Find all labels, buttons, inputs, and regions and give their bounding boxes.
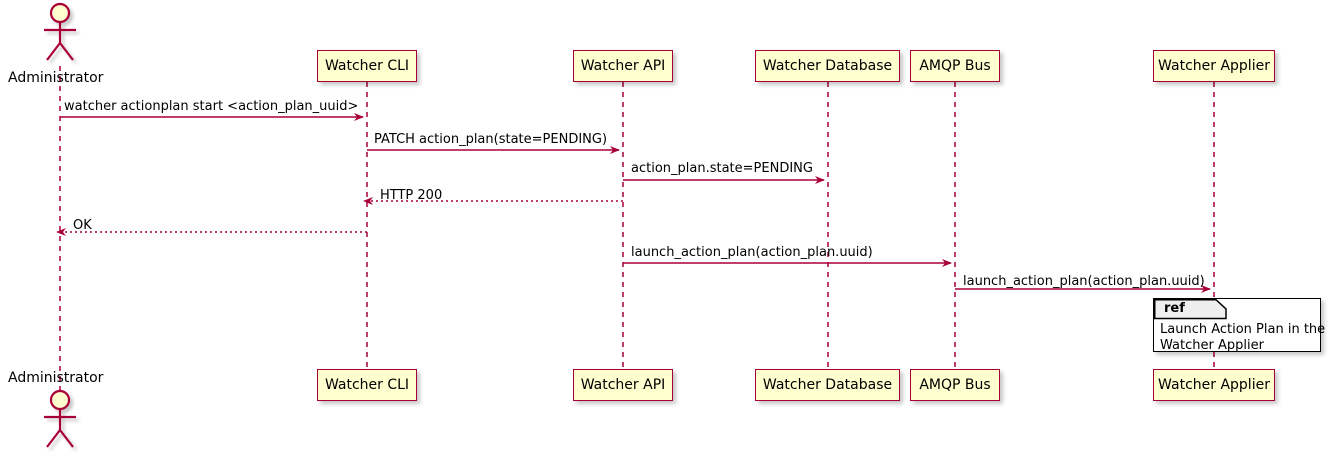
ref-fragment[interactable]: ref Launch Action Plan in the Watcher Ap…	[1153, 298, 1326, 354]
actor-figure-bottom	[44, 389, 76, 448]
participant-label: AMQP Bus	[919, 377, 991, 393]
participant-watcher-cli-bottom[interactable]: Watcher CLI	[317, 369, 417, 401]
participant-label: Watcher CLI	[324, 58, 410, 74]
ref-fragment-line-2: Watcher Applier	[1160, 338, 1264, 353]
actor-figure-top	[44, 2, 76, 61]
participant-watcher-api-top[interactable]: Watcher API	[573, 50, 673, 82]
participant-watcher-applier-bottom[interactable]: Watcher Applier	[1153, 369, 1275, 401]
participant-label: Watcher Applier	[1158, 377, 1270, 393]
participant-label: Watcher Applier	[1158, 58, 1270, 74]
message-label-msg-7: launch_action_plan(action_plan.uuid)	[963, 274, 1205, 289]
participant-watcher-database-top[interactable]: Watcher Database	[755, 50, 900, 82]
message-label-msg-2: PATCH action_plan(state=PENDING)	[374, 132, 608, 147]
ref-fragment-title: ref	[1164, 301, 1185, 316]
ref-fragment-body: Launch Action Plan in the Watcher Applie…	[1160, 322, 1326, 354]
message-label-msg-4: HTTP 200	[380, 188, 443, 203]
participant-watcher-database-bottom[interactable]: Watcher Database	[755, 369, 900, 401]
lifelines	[59, 66, 1215, 390]
participant-label: Watcher Database	[762, 377, 893, 393]
message-arrows	[56, 113, 1211, 293]
participant-label: Watcher API	[580, 58, 666, 74]
participant-watcher-applier-top[interactable]: Watcher Applier	[1153, 50, 1275, 82]
actor-label-administrator-top: Administrator	[8, 70, 104, 86]
participant-watcher-cli-top[interactable]: Watcher CLI	[317, 50, 417, 82]
message-label-msg-5: OK	[73, 218, 92, 233]
participant-amqp-bus-top[interactable]: AMQP Bus	[910, 50, 1000, 82]
participant-amqp-bus-bottom[interactable]: AMQP Bus	[910, 369, 1000, 401]
ref-fragment-line-1: Launch Action Plan in the	[1160, 322, 1326, 337]
participant-label: Watcher API	[580, 377, 666, 393]
message-label-msg-3: action_plan.state=PENDING	[631, 161, 813, 176]
message-label-msg-6: launch_action_plan(action_plan.uuid)	[631, 245, 873, 260]
participant-label: AMQP Bus	[919, 58, 991, 74]
participant-watcher-api-bottom[interactable]: Watcher API	[573, 369, 673, 401]
actor-label-administrator-bottom: Administrator	[8, 370, 104, 386]
participant-label: Watcher Database	[762, 58, 893, 74]
participant-label: Watcher CLI	[324, 377, 410, 393]
ref-tab-shape	[1154, 299, 1227, 320]
message-label-msg-1: watcher actionplan start <action_plan_uu…	[64, 99, 359, 114]
